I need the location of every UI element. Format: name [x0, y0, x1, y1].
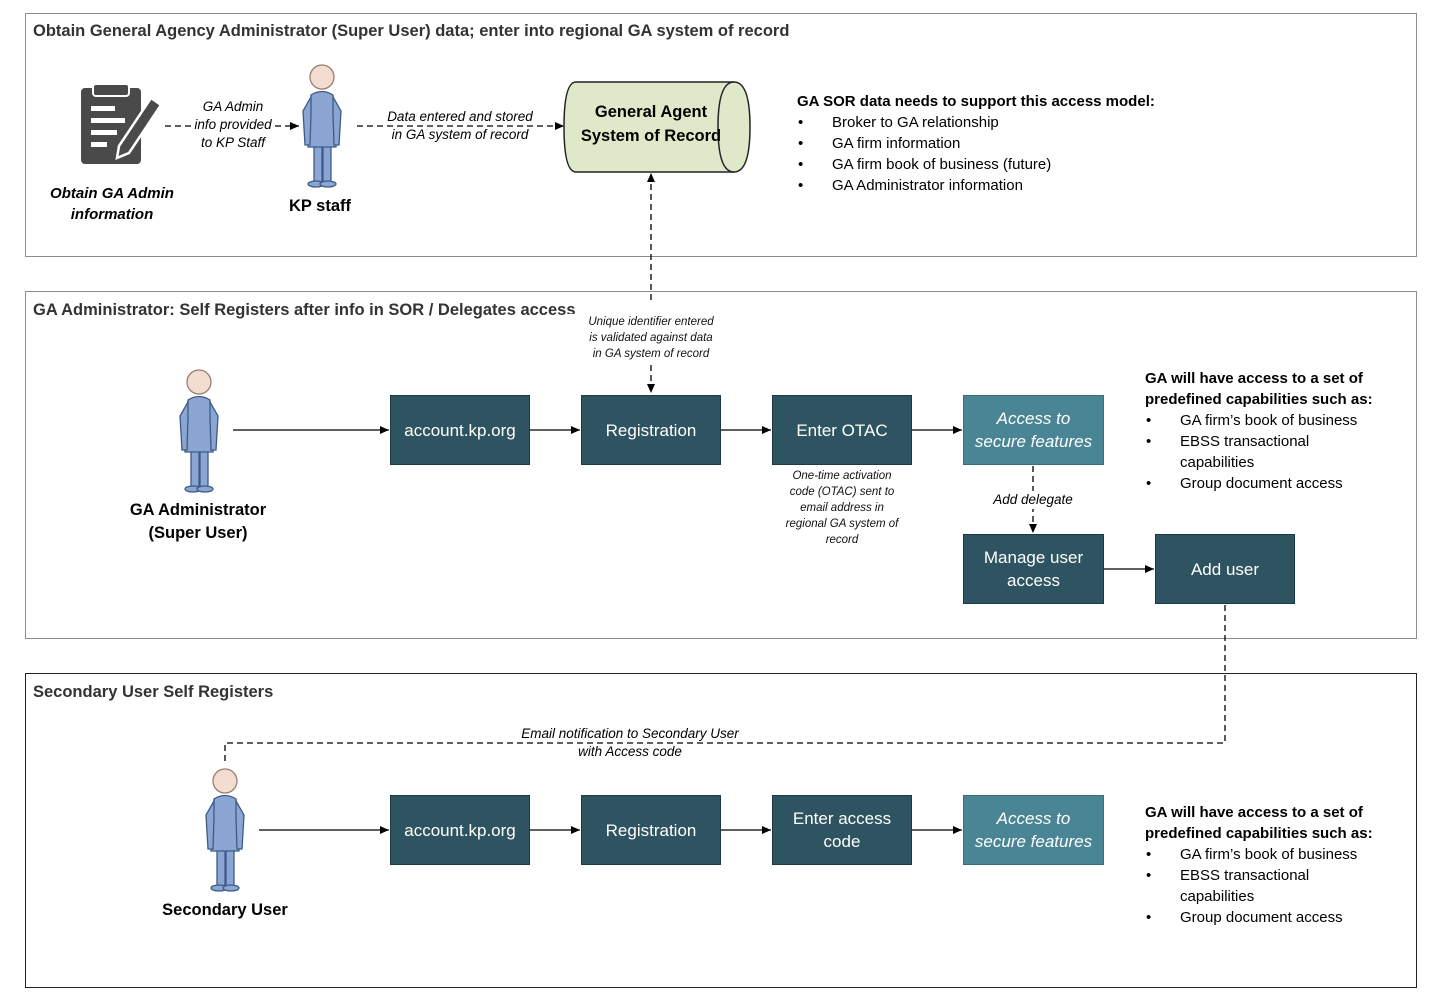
sor-data-requirements: GA SOR data needs to support this access…: [797, 91, 1217, 196]
lane-obtain-ga-admin: [25, 13, 1417, 257]
lane-title-middle: GA Administrator: Self Registers after i…: [33, 301, 576, 319]
list-item: Group document access: [1145, 473, 1410, 494]
list-item: GA firm book of business (future): [797, 154, 1217, 175]
ga-capabilities-middle: GA will have access to a set of predefin…: [1145, 368, 1410, 494]
lane-title-bottom: Secondary User Self Registers: [33, 683, 274, 701]
enter-otac-box[interactable]: Enter OTAC: [772, 395, 912, 465]
kp-staff-label: KP staff: [288, 197, 352, 215]
registration-box-secondary[interactable]: Registration: [581, 795, 721, 865]
list-item: GA Administrator information: [797, 175, 1217, 196]
lane-title-top: Obtain General Agency Administrator (Sup…: [33, 22, 790, 40]
list-item: Broker to GA relationship: [797, 112, 1217, 133]
doc-label: Obtain GA Admin information: [50, 185, 174, 223]
ga-admin-label: GA Administrator (Super User): [129, 501, 267, 542]
label-email-notification: Email notification to Secondary User wit…: [495, 725, 765, 761]
lane-ga-admin-self-register: [25, 291, 1417, 639]
label-ga-admin-info: GA Admin info provided to KP Staff: [193, 99, 273, 150]
ga-capabilities-bottom: GA will have access to a set of predefin…: [1145, 802, 1410, 928]
account-kp-org-box[interactable]: account.kp.org: [390, 395, 530, 465]
label-data-entered: Data entered and stored in GA system of …: [385, 109, 535, 142]
list-item: GA firm’s book of business: [1145, 844, 1410, 865]
otac-note: One-time activation code (OTAC) sent to …: [785, 470, 899, 546]
label-unique-identifier: Unique identifier entered is validated a…: [566, 314, 736, 362]
lane-secondary-user: [25, 673, 1417, 988]
account-kp-org-box-secondary[interactable]: account.kp.org: [390, 795, 530, 865]
list-item: GA firm information: [797, 133, 1217, 154]
sor-label: General Agent System of Record: [580, 103, 722, 145]
add-user-box[interactable]: Add user: [1155, 534, 1295, 604]
list-item: Group document access: [1145, 907, 1410, 928]
person-icon: [179, 369, 219, 493]
person-icon: [302, 64, 342, 188]
document-edit-icon: [81, 84, 163, 164]
system-of-record-cylinder: [563, 81, 751, 173]
registration-box[interactable]: Registration: [581, 395, 721, 465]
secondary-user-label: Secondary User: [162, 901, 288, 919]
list-item: EBSS transactional capabilities: [1145, 865, 1410, 907]
label-add-delegate: Add delegate: [973, 491, 1093, 509]
list-item: GA firm’s book of business: [1145, 410, 1410, 431]
person-icon: [205, 768, 245, 892]
list-item: EBSS transactional capabilities: [1145, 431, 1410, 473]
